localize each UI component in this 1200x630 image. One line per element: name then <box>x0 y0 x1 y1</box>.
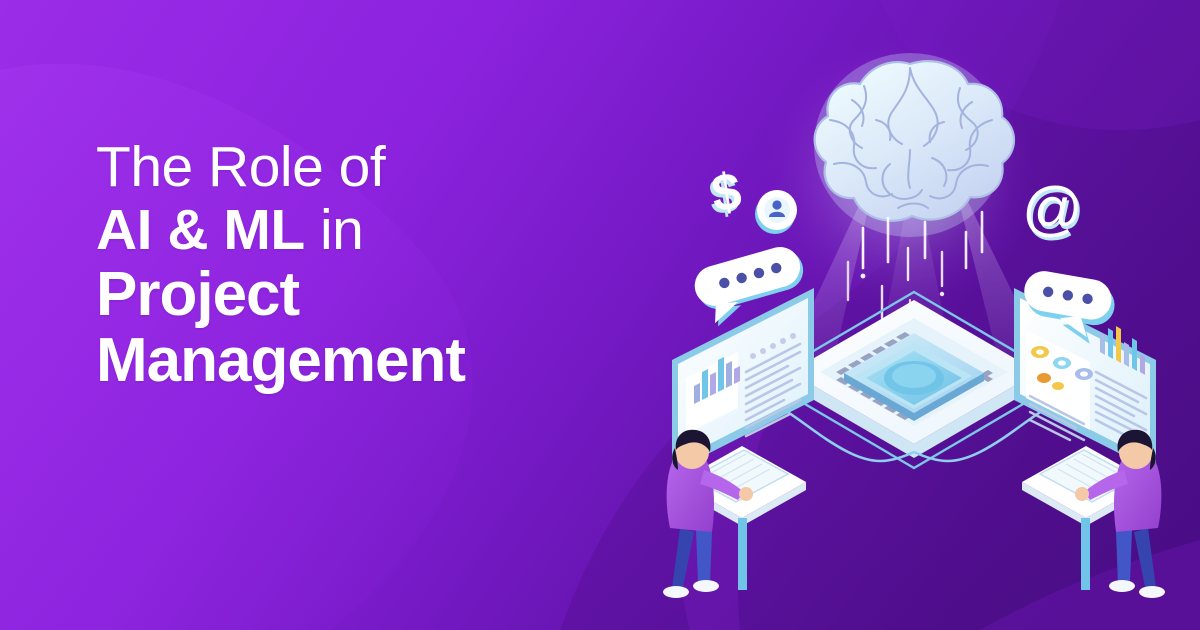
right-screen-bar-chart <box>1100 326 1145 375</box>
chat-bubble-three-dots <box>1024 271 1115 344</box>
headline-line-2: AI & ML in <box>96 197 656 262</box>
left-monitor-screen <box>672 288 814 490</box>
headline-line-3: Project <box>96 260 300 330</box>
left-screen-stars <box>750 333 796 359</box>
right-worker-station <box>1022 429 1165 598</box>
illustration-ai-ml-scene: $ $ @ @ <box>620 0 1200 630</box>
headline-emphasis: AI & ML <box>96 197 305 262</box>
right-screen-donut-charts <box>1031 346 1093 390</box>
dollar-sign-icon: $ $ <box>706 162 745 227</box>
at-sign-icon: @ @ <box>1022 175 1085 245</box>
chat-bubble-four-dots <box>694 246 804 327</box>
left-worker-figure <box>663 429 753 598</box>
headline-line-1: The Role of <box>96 135 386 199</box>
bg-band-top-right <box>880 0 1200 131</box>
brain-icon <box>813 53 1016 237</box>
svg-text:@: @ <box>1022 175 1083 242</box>
page-title: The Role of AI & ML in Project Managemen… <box>96 138 656 393</box>
left-worker-station <box>663 429 806 598</box>
left-screen-bar-chart <box>694 357 740 404</box>
right-monitor-screen <box>1014 288 1156 490</box>
headline-line-4: Management <box>96 326 466 396</box>
cpu-chip-icon <box>844 333 984 421</box>
right-screen-text-lines-left <box>1028 394 1086 442</box>
svg-text:@: @ <box>1024 178 1085 245</box>
bg-wave-light <box>0 63 473 630</box>
user-avatar-icon <box>755 190 797 234</box>
right-worker-figure <box>1075 429 1165 598</box>
isometric-platform <box>761 290 1067 470</box>
left-screen-text-lines <box>744 342 802 438</box>
headline-line-2-tail: in <box>304 197 364 262</box>
